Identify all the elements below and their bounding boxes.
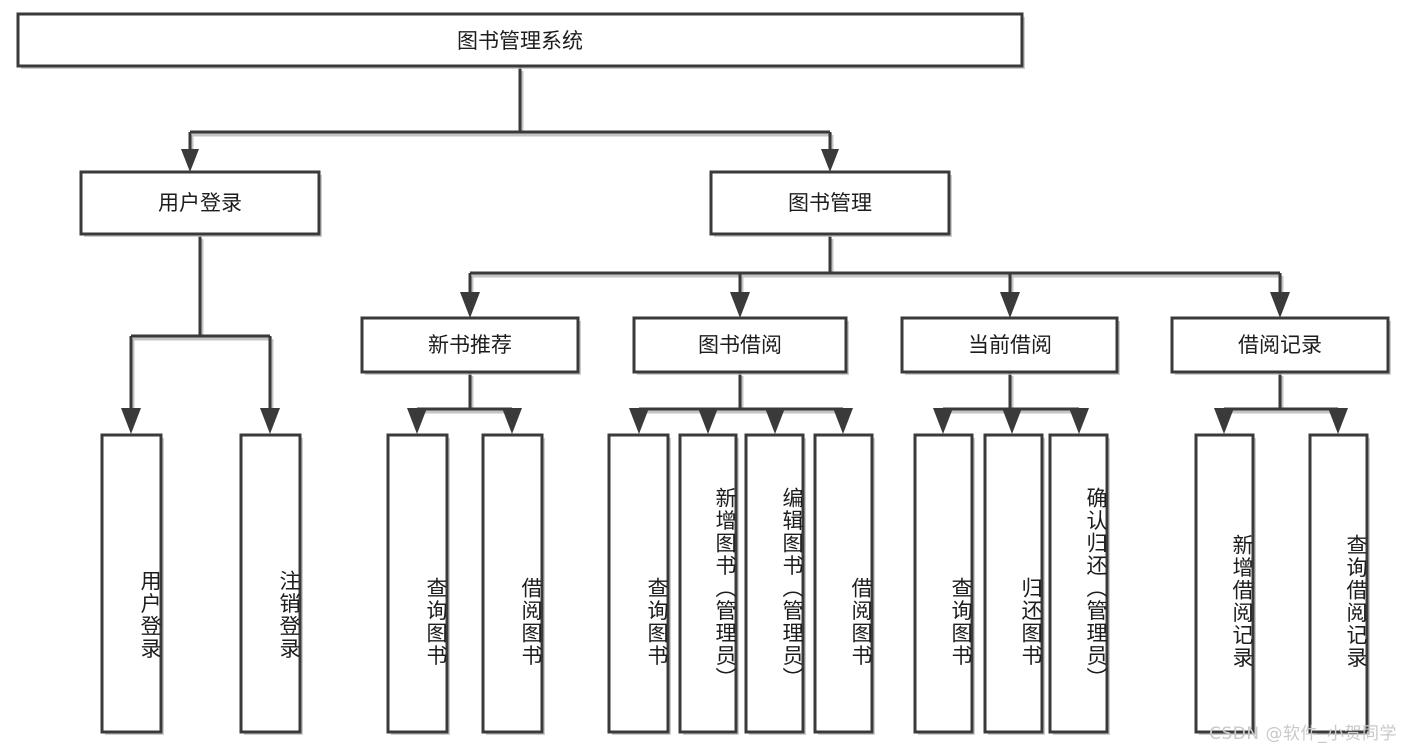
node-borrow-record[interactable]: 借阅记录 <box>1170 316 1391 375</box>
leaf-book-borrow-2[interactable] <box>744 433 806 735</box>
arrow-head <box>181 149 199 172</box>
node-root-label: 图书管理系统 <box>457 29 583 53</box>
leaf-current-borrow-2[interactable] <box>1048 433 1110 735</box>
arrow-head <box>1270 292 1290 318</box>
connector-borrowrecord-to-leaves <box>1214 373 1348 434</box>
arrow-head <box>833 408 853 434</box>
node-layer: 图书管理系统 用户登录 图书管理 新书推荐 <box>16 12 1391 735</box>
node-new-book-recommend[interactable]: 新书推荐 <box>360 316 581 375</box>
connector-layer <box>121 67 1348 434</box>
arrow-head <box>460 292 480 318</box>
node-book-management-label: 图书管理 <box>788 191 872 215</box>
arrow-head <box>260 408 280 434</box>
node-current-borrow-label: 当前借阅 <box>968 333 1052 357</box>
connector-currentborrow-to-leaves <box>933 373 1089 434</box>
connector-bookmgmt-to-level2 <box>460 236 1290 318</box>
node-new-book-recommend-label: 新书推荐 <box>428 333 512 357</box>
leaf-current-borrow-1[interactable] <box>983 433 1045 735</box>
node-user-login[interactable]: 用户登录 <box>79 170 322 237</box>
leaf-book-borrow-1[interactable] <box>678 433 739 735</box>
leaf-book-borrow-0[interactable] <box>607 433 671 735</box>
arrow-head <box>121 408 141 434</box>
leaf-book-borrow-3[interactable] <box>813 433 875 735</box>
arrow-head <box>502 408 522 434</box>
connector-userlogin-to-leaves <box>121 236 280 434</box>
watermark: CSDN @软件_小贺同学 <box>1209 724 1397 744</box>
node-current-borrow[interactable]: 当前借阅 <box>900 316 1120 375</box>
arrow-head <box>407 408 427 434</box>
arrow-head <box>730 292 750 318</box>
leaf-new-book-1[interactable] <box>481 433 545 735</box>
arrow-head <box>1002 408 1022 434</box>
leaf-borrow-record-0[interactable] <box>1194 433 1256 735</box>
arrow-head <box>933 408 953 434</box>
connector-root-to-level1 <box>181 67 839 172</box>
arrow-head <box>1214 408 1234 434</box>
connector-bookborrow-to-leaves <box>629 373 853 434</box>
node-user-login-label: 用户登录 <box>158 191 242 215</box>
connector-newbook-to-leaves <box>407 373 522 434</box>
node-book-borrow-label: 图书借阅 <box>698 333 782 357</box>
leaf-borrow-record-1[interactable] <box>1308 433 1370 735</box>
arrow-head <box>1328 408 1348 434</box>
node-root[interactable]: 图书管理系统 <box>16 12 1025 69</box>
leaf-current-borrow-0[interactable] <box>913 433 975 735</box>
arrow-head <box>629 408 649 434</box>
arrow-head <box>765 408 785 434</box>
arrow-head <box>698 408 718 434</box>
leaf-user-login-0[interactable] <box>100 433 164 735</box>
node-borrow-record-label: 借阅记录 <box>1238 333 1322 357</box>
leaf-new-book-0[interactable] <box>386 433 450 735</box>
node-book-borrow[interactable]: 图书借阅 <box>632 316 849 375</box>
leaf-user-login-1[interactable] <box>239 433 303 735</box>
arrow-head <box>821 149 839 172</box>
arrow-head <box>1069 408 1089 434</box>
node-book-management[interactable]: 图书管理 <box>709 170 952 237</box>
arrow-head <box>1000 292 1020 318</box>
